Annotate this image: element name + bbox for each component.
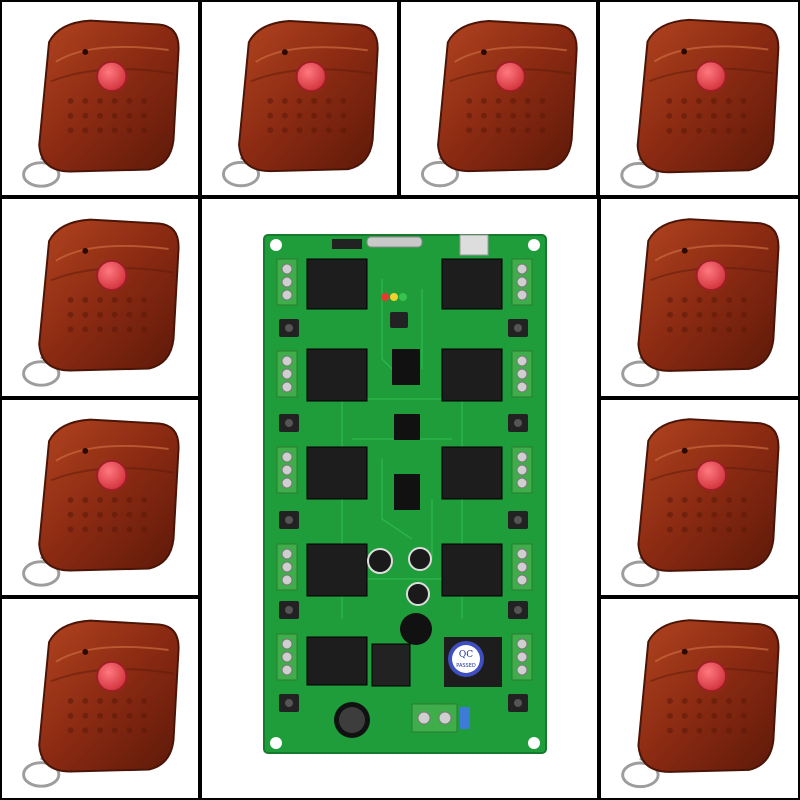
- remote-control-7: [2, 599, 198, 798]
- relay-board-cell: QC PASSED: [202, 199, 597, 798]
- remote-control-5: [2, 199, 198, 396]
- remote-control-4: [600, 2, 798, 195]
- remote-control-image: [621, 217, 780, 388]
- remote-control-6: [2, 400, 198, 595]
- qc-sticker-label: QC: [459, 650, 473, 660]
- qc-sticker-sublabel: PASSED: [456, 663, 476, 669]
- remote-control-image: [22, 218, 181, 387]
- remote-control-image: [420, 19, 579, 188]
- yellow-led: [390, 293, 398, 301]
- remote-control-image: [22, 619, 181, 788]
- remote-control-image: [22, 418, 181, 587]
- remote-control-1: [2, 2, 198, 195]
- relay-board-image: QC PASSED: [263, 234, 547, 754]
- remote-control-image: [620, 18, 780, 189]
- remote-control-image: [221, 19, 380, 188]
- remote-control-9: [601, 400, 798, 595]
- remote-control-2: [202, 2, 397, 195]
- remote-control-10: [601, 599, 798, 798]
- remote-control-image: [621, 417, 780, 588]
- red-led: [381, 293, 389, 301]
- remote-control-3: [401, 2, 596, 195]
- remote-control-8: [601, 199, 798, 396]
- green-led: [399, 293, 407, 301]
- remote-control-image: [22, 19, 181, 188]
- remote-control-image: [621, 618, 780, 789]
